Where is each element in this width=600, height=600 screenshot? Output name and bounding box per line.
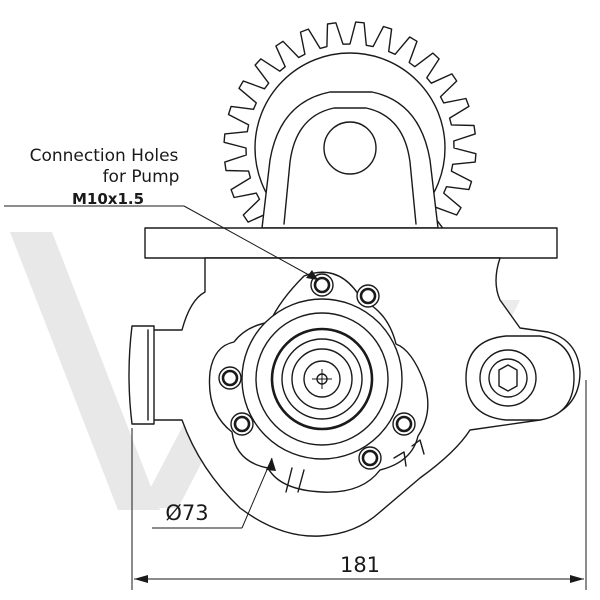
connection-hole [359,287,377,305]
lug-bolt-head [488,358,528,398]
connection-hole [395,415,413,433]
callout-label-line1: Connection Holes [30,146,179,166]
diameter-dimension: Ø73 [152,457,276,529]
connection-hole [221,369,239,387]
hatch-mark-1 [285,467,293,493]
drive-gear [223,21,477,275]
rotation-mark [393,439,425,467]
mounting-flange [144,227,558,259]
diameter-arrowhead [266,458,276,471]
connection-hole [361,449,379,467]
callout-label-line2: for Pump [103,167,180,187]
width-arrow-right [570,575,584,583]
width-arrow-left [134,575,148,583]
bearing-inner [281,338,363,420]
callout-connection-holes: Connection Holes for Pump M10x1.5 [4,146,319,281]
diameter-value: Ø73 [165,501,208,525]
width-dimension: 181 [131,380,587,590]
connection-holes [218,273,416,470]
connection-hole [313,276,331,294]
callout-leader [183,205,319,281]
gear-shaft-hole [323,121,377,175]
shaft-ring [303,360,341,398]
watermark-stroke-left [10,232,160,510]
lug-bolt-hex [498,364,518,392]
connection-hole [233,415,251,433]
gear-bracket-inner [283,107,417,225]
seal-ring [291,348,353,410]
pump-inlet-boss [128,325,155,425]
width-value: 181 [340,553,380,577]
pump-body [128,257,581,537]
callout-arrowhead [306,270,318,280]
pilot-bore-ring [255,312,389,446]
hatch-mark-2 [297,469,305,493]
callout-thread-spec: M10x1.5 [72,190,144,208]
flange-plate [144,227,558,259]
